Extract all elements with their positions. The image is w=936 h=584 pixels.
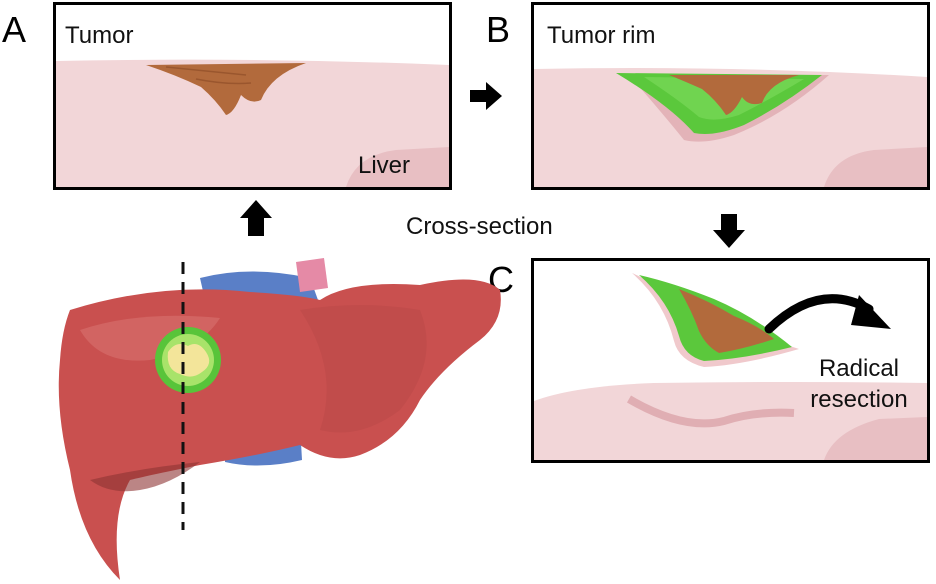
- panel-a-illustration: [56, 59, 449, 187]
- liver-highlight: [80, 315, 220, 361]
- vessel-pink: [296, 258, 328, 292]
- curved-arrow-icon: [764, 294, 891, 334]
- tumor-shape: [669, 75, 799, 115]
- resected-tumor: [679, 289, 774, 353]
- liver-fold-shape: [824, 147, 927, 187]
- liver-fold-shape: [346, 147, 449, 187]
- panel-c-illustration: [534, 273, 927, 460]
- liver-organ-illustration: [58, 258, 501, 580]
- panel-c-caption: Radical resection: [810, 355, 908, 414]
- tumor-marker: [167, 344, 210, 377]
- panel-a-letter: A: [2, 9, 27, 50]
- liver-tissue-section: [56, 59, 449, 187]
- panel-b: Tumor rim: [531, 2, 930, 190]
- panel-b-illustration: [534, 68, 927, 187]
- arrow-right-icon: [470, 82, 502, 110]
- panel-a-title: Tumor: [65, 22, 134, 49]
- liver-label: Liver: [358, 152, 411, 179]
- arrow-down-icon: [713, 214, 745, 248]
- liver-lobe-shadow: [300, 305, 427, 433]
- liver-fold-shape: [824, 417, 927, 460]
- tumor-shape: [146, 63, 306, 115]
- cross-section-label: Cross-section: [406, 213, 553, 240]
- panel-a: Tumor Liver: [53, 2, 452, 190]
- arrow-up-icon: [240, 200, 272, 236]
- panel-c: Radical resection: [531, 258, 930, 463]
- panel-b-title: Tumor rim: [547, 22, 656, 49]
- liver-underside-shadow: [90, 462, 200, 492]
- panel-b-letter: B: [486, 9, 511, 50]
